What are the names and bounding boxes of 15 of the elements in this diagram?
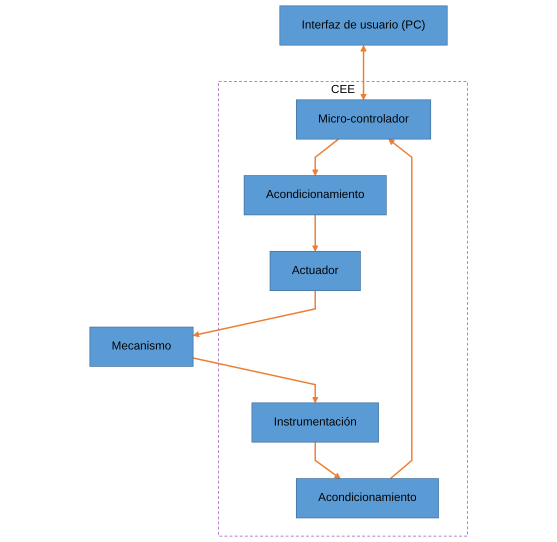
process-box: Instrumentación	[251, 402, 379, 443]
arrow	[388, 138, 412, 480]
arrow	[192, 357, 318, 404]
process-box: Mecanismo	[89, 326, 194, 367]
arrow	[314, 442, 340, 479]
arrow	[192, 290, 316, 338]
process-box: Actuador	[270, 250, 361, 292]
process-box: Micro-controlador	[296, 99, 431, 140]
arrow	[312, 138, 339, 176]
process-box: Acondicionamiento	[244, 175, 387, 216]
arrow	[312, 214, 318, 252]
group-title: CEE	[330, 82, 355, 98]
process-box: Interfaz de usuario (PC)	[279, 5, 448, 46]
arrow	[360, 45, 367, 100]
process-box: Acondicionamiento	[296, 478, 439, 518]
